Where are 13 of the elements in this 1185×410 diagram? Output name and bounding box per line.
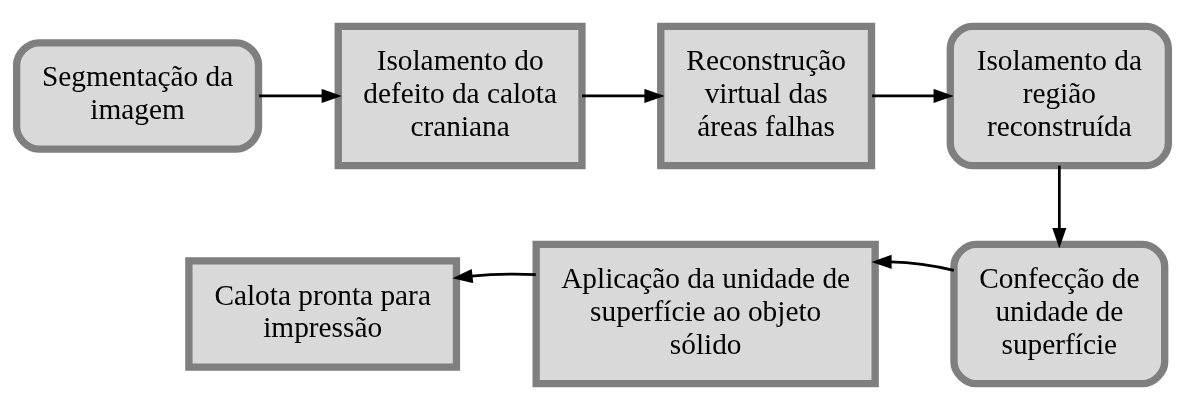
node-box: Isolamento do defeito da calota craniana <box>334 22 586 170</box>
arrow <box>259 88 342 104</box>
node-box: Calota pronta para impressão <box>185 257 461 371</box>
node-box: Confecção de unidade de superfície <box>950 240 1169 388</box>
node-box: Reconstrução virtual das áreas falhas <box>657 22 876 170</box>
arrow <box>872 88 954 104</box>
arrow <box>1052 165 1067 249</box>
node-box: Isolamento da região reconstruída <box>946 22 1173 170</box>
arrow <box>452 269 536 284</box>
node-box: Segmentação da imagem <box>12 39 263 153</box>
arrow <box>871 254 955 272</box>
arrow <box>582 88 665 104</box>
node-box: Aplicação da unidade de superfície ao objeto sólido <box>532 240 879 388</box>
